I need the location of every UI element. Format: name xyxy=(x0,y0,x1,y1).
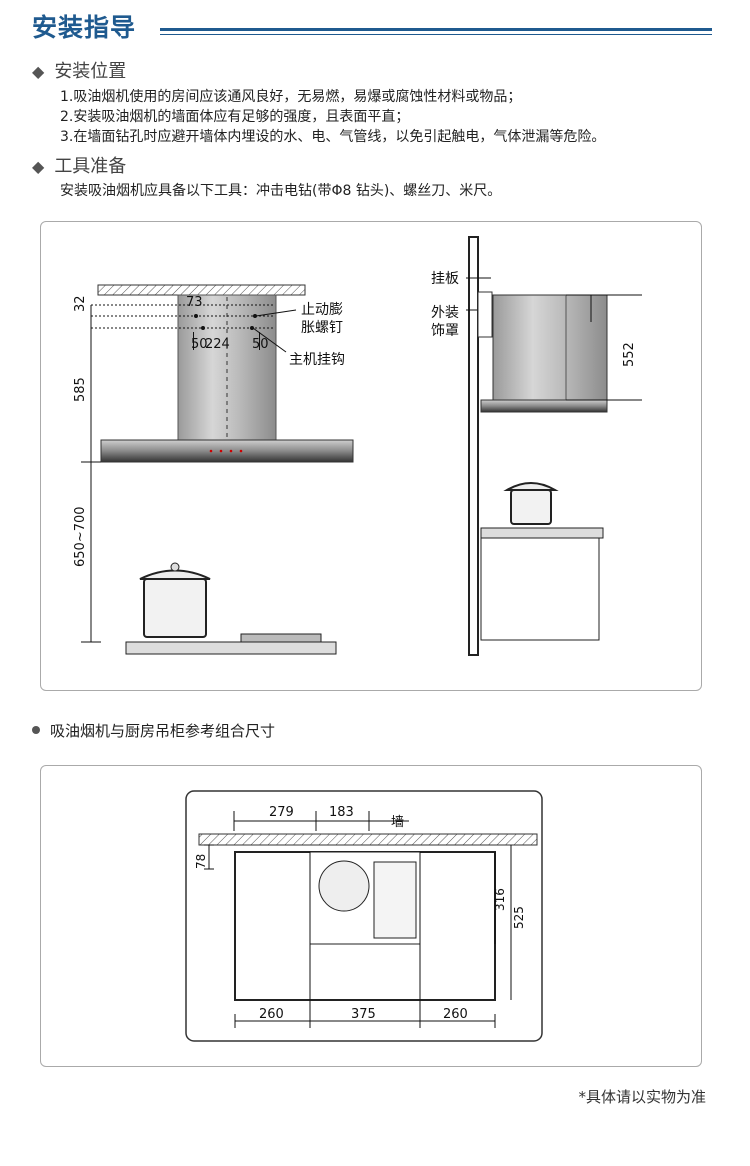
dim-260-right: 260 xyxy=(443,1007,468,1022)
title-rule xyxy=(160,28,712,31)
bullet-icon xyxy=(32,725,40,734)
installation-diagram-panel: 32 585 650~700 73 50 224 50 止动膨 胀螺钉 主机挂钩… xyxy=(40,221,702,691)
dim-375: 375 xyxy=(351,1007,376,1022)
fan-icon xyxy=(318,860,370,912)
page-title: 安装指导 xyxy=(32,13,137,42)
tools-line: 安装吸油烟机应具备以下工具：冲击电钻(带Φ8 钻头)、螺丝刀、米尺。 xyxy=(60,183,502,199)
installation-diagram: 32 585 650~700 73 50 224 50 止动膨 胀螺钉 主机挂钩… xyxy=(73,236,642,656)
side-cabinet xyxy=(480,537,600,641)
caption-line: 吸油烟机与厨房吊柜参考组合尺寸 xyxy=(32,720,275,741)
dim-552: 552 xyxy=(622,342,637,367)
dim-316: 316 xyxy=(493,888,507,911)
cabinet-diagram: 279 183 墙 78 316 525 260 375 260 xyxy=(185,790,543,1042)
label-cover-2: 饰罩 xyxy=(431,323,459,339)
label-plate: 挂板 xyxy=(431,271,459,287)
section-title: 安装位置 xyxy=(54,61,127,82)
install-line-3: 3.在墙面钻孔时应避开墙体内埋设的水、电、气管线，以免引起触电，气体泄漏等危险。 xyxy=(60,129,606,145)
dim-183: 183 xyxy=(329,805,354,820)
dim-260-left: 260 xyxy=(259,1007,284,1022)
gas-stove xyxy=(125,641,337,655)
hood-panel xyxy=(100,439,354,463)
side-countertop xyxy=(480,527,604,539)
dim-525: 525 xyxy=(512,906,526,929)
hood-chimney xyxy=(177,294,277,441)
label-wall: 墙 xyxy=(391,815,404,830)
title-rule-thin xyxy=(160,34,712,35)
caption-text: 吸油烟机与厨房吊柜参考组合尺寸 xyxy=(50,722,276,740)
label-main-hook: 主机挂钩 xyxy=(289,352,345,368)
cabinet-diagram-panel: 279 183 墙 78 316 525 260 375 260 xyxy=(40,765,702,1067)
dim-73: 73 xyxy=(186,295,203,310)
dim-50-right: 50 xyxy=(252,337,269,352)
side-chimney xyxy=(492,294,608,401)
dim-585: 585 xyxy=(73,377,88,402)
burner xyxy=(240,633,322,643)
dim-32: 32 xyxy=(73,295,88,312)
diamond-bullet-icon: ◆ xyxy=(32,157,45,176)
dim-78: 78 xyxy=(194,854,208,869)
section-tools: ◆ 工具准备 xyxy=(32,152,126,178)
side-hood xyxy=(480,399,608,413)
control-lights xyxy=(209,449,243,453)
label-anchor-screw-1: 止动膨 xyxy=(301,301,343,318)
dim-650-700: 650~700 xyxy=(73,506,88,567)
section-title: 工具准备 xyxy=(54,156,127,177)
pot-icon xyxy=(139,562,211,638)
section-install-position: ◆ 安装位置 xyxy=(32,57,126,83)
install-line-1: 1.吸油烟机使用的房间应该通风良好，无易燃，易爆或腐蚀性材料或物品； xyxy=(60,89,522,105)
dim-50-left: 50 xyxy=(191,337,208,352)
ceiling-hatch xyxy=(97,284,306,296)
label-anchor-screw-2: 胀螺钉 xyxy=(301,320,343,336)
label-cover-1: 外装 xyxy=(431,305,459,321)
dim-224: 224 xyxy=(205,337,230,352)
install-line-2: 2.安装吸油烟机的墙面体应有足够的强度，且表面平直； xyxy=(60,109,410,125)
side-plate xyxy=(477,291,493,338)
diamond-bullet-icon: ◆ xyxy=(32,62,45,81)
wall-side xyxy=(468,236,479,656)
dim-279: 279 xyxy=(269,805,294,820)
footnote: *具体请以实物为准 xyxy=(578,1088,706,1106)
side-pot-icon xyxy=(503,482,559,525)
screw-marks xyxy=(193,314,260,350)
motor-box xyxy=(373,861,417,939)
wall-hatch xyxy=(198,833,538,846)
